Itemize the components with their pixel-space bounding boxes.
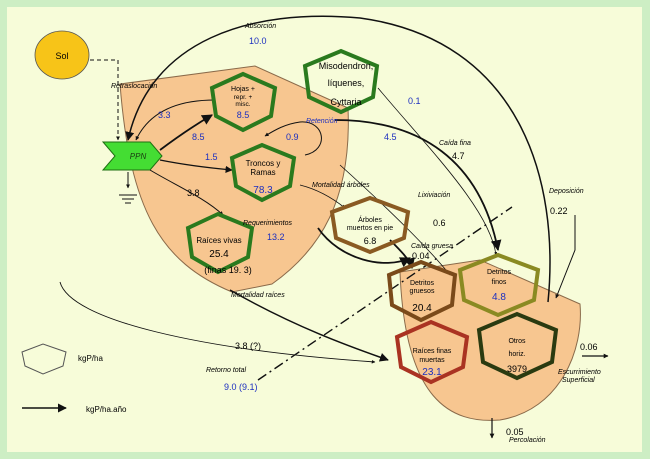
mortalidad-raices-arrow <box>229 289 389 362</box>
hojas-label-1: Hojas + <box>231 86 255 93</box>
retraslocacion-value: 3.3 <box>158 110 171 120</box>
raices-return-value: 3.8 (?) <box>235 341 261 351</box>
retraslocacion-label: Retraslocación <box>111 83 157 90</box>
retencion-value: 0.9 <box>286 132 299 142</box>
raices-finas-label-1: Raíces finas <box>413 348 452 355</box>
pool-raices-finas-muertas: Raíces finas muertas 23.1 <box>394 319 470 385</box>
deposicion-arrow <box>555 215 576 299</box>
escurrimiento-label-2: Superficial <box>562 377 595 384</box>
escurrimiento-label-1: Escurrimiento <box>558 369 601 376</box>
retorno-total-value: 9.0 (9.1) <box>224 382 258 392</box>
troncos-label-2: Ramas <box>250 168 275 177</box>
pool-hojas: Hojas + repr. + misc. 8.5 <box>209 71 278 133</box>
sun-label: Sol <box>55 51 68 61</box>
otros-label-1: Otros <box>508 338 526 345</box>
caida-fina-blue-value: 4.5 <box>384 132 397 142</box>
pool-troncos: Troncos y Ramas 78.3 <box>229 142 297 203</box>
arboles-label-2: muertos en pie <box>347 225 393 232</box>
raices-finas-value: 23.1 <box>422 367 442 378</box>
caida-fina-label: Caída fina <box>439 140 471 147</box>
lixiviacion-value: 0.6 <box>433 218 446 228</box>
sun-ppn-arrow <box>90 59 120 141</box>
hojas-value: 8.5 <box>237 110 250 120</box>
legend-pool-shape <box>21 343 67 375</box>
raices-vivas-value: 25.4 <box>209 249 229 260</box>
escurrimiento-value: 0.06 <box>580 342 598 352</box>
ppn-troncos-value: 1.5 <box>205 152 218 162</box>
diagram-canvas: Sol PPN Hojas + repr. <box>7 7 642 452</box>
misodendron-flow-value: 0.1 <box>408 96 421 106</box>
pool-detritos-finos: Detritos finos 4.8 <box>457 252 541 318</box>
misodendron-label-3: Cyttaria <box>330 97 361 107</box>
ppn-label: PPN <box>130 152 147 161</box>
ppn-raices-value: 3.8 <box>187 188 200 198</box>
raices-vivas-label: Raíces vivas <box>196 236 241 245</box>
percolacion-label: Percolación <box>509 437 546 444</box>
ppn-troncos-arrow <box>159 159 233 173</box>
percolacion-value: 0.05 <box>506 427 524 437</box>
detritos-gruesos-value: 20.4 <box>412 303 432 314</box>
mortalidad-arboles-label: Mortalidad árboles <box>312 182 370 189</box>
detritos-finos-label-2: finos <box>492 279 507 286</box>
pool-raices-vivas: Raíces vivas 25.4 (finas 19. 3) <box>185 211 255 275</box>
misodendron-label-1: Misodendron, <box>319 61 374 71</box>
retencion-arrow <box>264 121 322 156</box>
misodendron-soil-arrow <box>377 87 498 256</box>
pool-detritos-gruesos: Detritos gruesos 20.4 <box>386 259 458 323</box>
mortalidad-arboles-arrow <box>299 184 346 209</box>
ppn-hojas-arrow <box>159 114 213 151</box>
absorcion-arrow <box>125 15 551 303</box>
raices-vivas-note: (finas 19. 3) <box>204 265 252 275</box>
arboles-label-1: Árboles <box>358 215 382 224</box>
ppn-raices-arrow <box>149 169 224 216</box>
misodendron-label-2: líquenes, <box>328 78 365 88</box>
otros-label-2: horiz. <box>508 351 525 358</box>
pool-otros-horiz: Otros horiz. 3979 <box>476 311 559 381</box>
detritos-finos-value: 4.8 <box>492 292 506 303</box>
otros-value: 3979 <box>507 364 527 374</box>
deposicion-value: 0.22 <box>550 206 568 216</box>
absorcion-value: 10.0 <box>249 36 267 46</box>
requerimientos-value: 13.2 <box>267 232 285 242</box>
retorno-total-arrow <box>59 281 376 364</box>
pool-arboles-muertos: Árboles muertos en pie 6.8 <box>329 195 411 255</box>
troncos-label-1: Troncos y <box>246 159 281 168</box>
sun-node: Sol <box>34 30 90 80</box>
troncos-value: 78.3 <box>253 185 273 196</box>
legend-pool-unit: kgP/ha <box>78 354 103 363</box>
ppn-node: PPN <box>101 141 163 171</box>
raices-finas-label-2: muertas <box>419 357 445 364</box>
retraslocacion-arrow <box>135 99 216 141</box>
detritos-gruesos-label-2: gruesos <box>410 288 435 295</box>
hojas-label-3: misc. <box>235 101 250 108</box>
deposicion-label: Deposición <box>549 188 584 195</box>
legend: kgP/ha kgP/ha.año <box>21 343 127 414</box>
ground-symbol <box>119 172 137 204</box>
arboles-return-arrow <box>317 227 411 268</box>
arboles-value: 6.8 <box>364 236 377 246</box>
detritos-finos-label-1: Detritos <box>487 269 512 276</box>
legend-flow-unit: kgP/ha.año <box>86 405 127 414</box>
ppn-hojas-value: 8.5 <box>192 132 205 142</box>
retorno-total-label: Retorno total <box>206 367 247 374</box>
retencion-label: Retención <box>306 118 338 125</box>
lixiviacion-label: Lixiviación <box>418 192 450 199</box>
pool-misodendron: Misodendron, líquenes, Cyttaria <box>302 48 380 115</box>
hojas-label-2: repr. + <box>234 94 253 101</box>
requerimientos-label: Requerimientos <box>243 220 293 227</box>
caida-fina-arrow <box>334 119 502 252</box>
caida-gruesa-label: Caída gruesa <box>411 243 453 250</box>
mortalidad-raices-label: Mortalidad raíces <box>231 292 285 299</box>
absorcion-label: Absorción <box>244 23 276 30</box>
caida-gruesa-value: 0.04 <box>412 251 430 261</box>
caida-fina-value: 4.7 <box>452 151 465 161</box>
detritos-gruesos-label-1: Detritos <box>410 280 435 287</box>
